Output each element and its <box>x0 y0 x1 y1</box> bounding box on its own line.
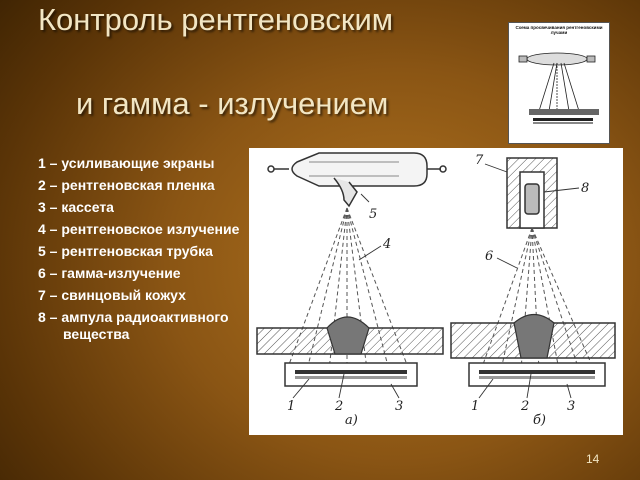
slide-title-line-2: и гамма - излучением <box>76 86 389 121</box>
thumbnail-image: Схема просвечивания рентгеновскими лучам… <box>508 22 610 144</box>
label-5: 5 <box>369 207 377 222</box>
lead-container <box>506 157 558 229</box>
legend-item: 6 – гамма-излучение <box>38 265 181 281</box>
legend-item: 7 – свинцовый кожух <box>38 287 186 303</box>
fig-label-a: а) <box>345 413 358 428</box>
legend-item: 2 – рентгеновская пленка <box>38 177 215 193</box>
weld-seam-b <box>513 313 555 359</box>
thumbnail-caption: Схема просвечивания рентгеновскими лучам… <box>515 25 603 35</box>
legend-list: 1 – усиливающие экраны 2 – рентгеновская… <box>38 155 243 348</box>
label-2b: 2 <box>520 399 529 414</box>
legend-item: 5 – рентгеновская трубка <box>38 243 213 259</box>
cassette-a <box>284 362 418 387</box>
slide-title-line-1: Контроль рентгеновским <box>38 2 394 37</box>
label-4: 4 <box>382 237 391 252</box>
legend-item: 3 – кассета <box>38 199 114 215</box>
legend-item: 4 – рентгеновское излучение <box>38 221 240 237</box>
diagram-drawing: 5 4 1 2 3 а) 7 8 6 1 2 3 б) <box>256 152 616 428</box>
label-1b: 1 <box>471 399 479 414</box>
label-2a: 2 <box>334 399 343 414</box>
cassette-b <box>468 362 606 387</box>
radiography-diagram: 5 4 1 2 3 а) 7 8 6 1 2 3 б) <box>249 148 623 435</box>
label-7: 7 <box>475 153 484 168</box>
label-3a: 3 <box>395 399 403 414</box>
legend-item: 1 – усиливающие экраны <box>38 155 215 171</box>
xray-tube <box>267 152 447 208</box>
label-6: 6 <box>485 249 493 264</box>
thumbnail-diagram <box>518 52 599 124</box>
page-number: 14 <box>586 452 600 466</box>
label-8: 8 <box>581 181 589 196</box>
weld-seam-a <box>326 316 370 355</box>
label-3b: 3 <box>567 399 575 414</box>
label-1a: 1 <box>287 399 295 414</box>
fig-label-b: б) <box>533 413 546 428</box>
legend-item: 8 – ампула радиоактивного вещества <box>38 309 229 342</box>
